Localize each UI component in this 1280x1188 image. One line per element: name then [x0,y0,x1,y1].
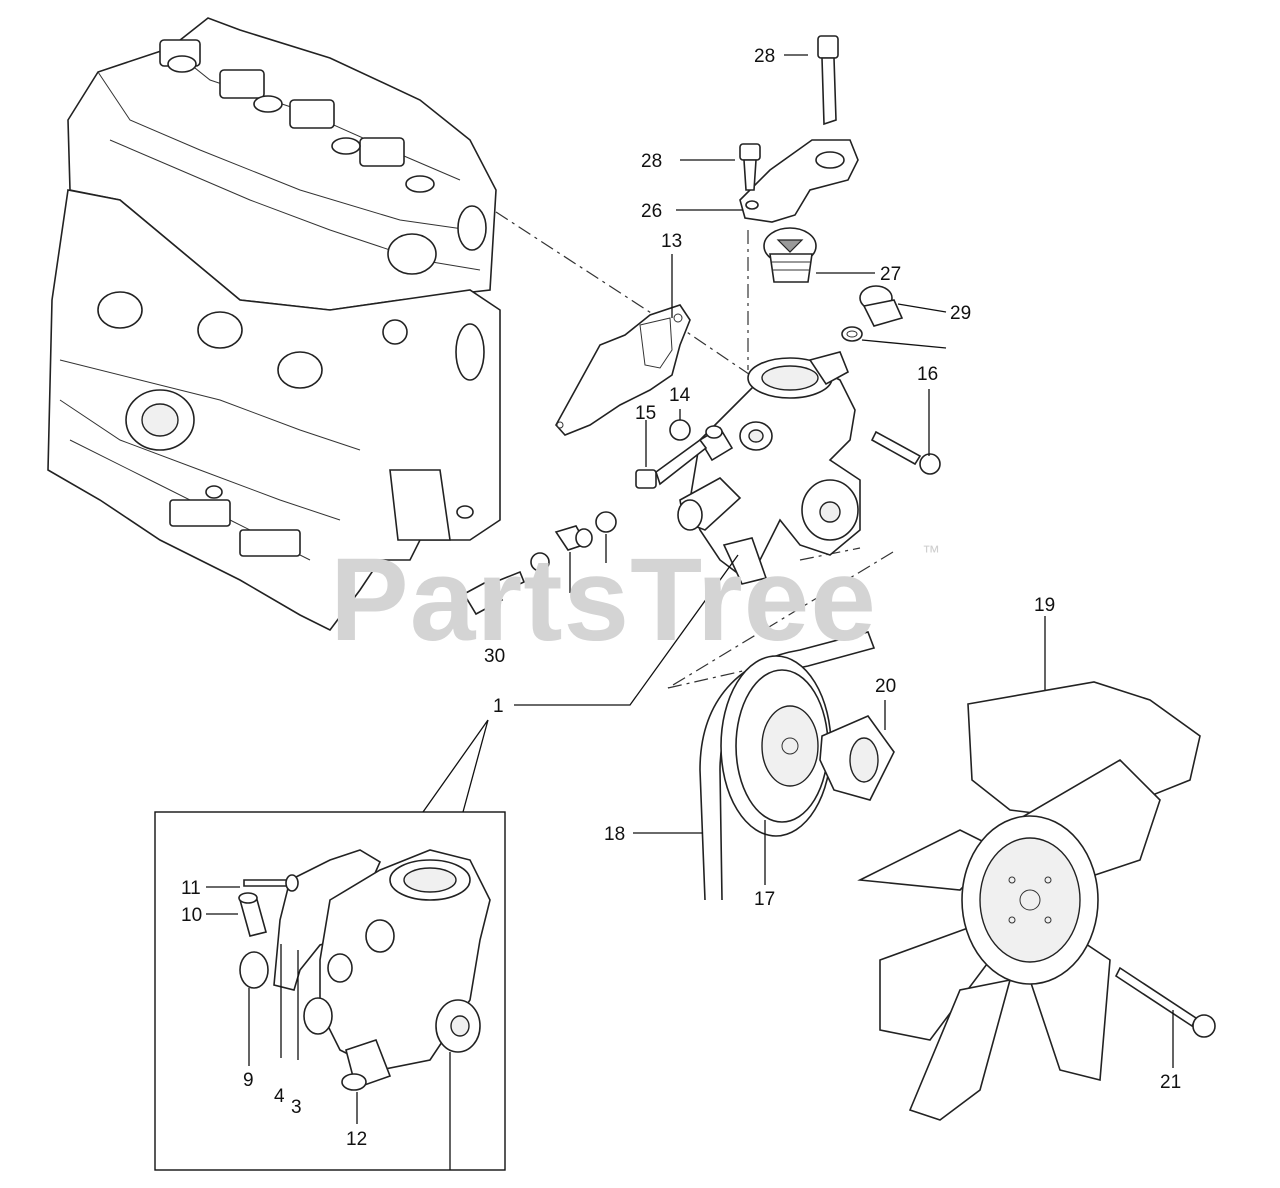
callout-21: 21 [1160,1072,1181,1093]
callout-18: 18 [604,824,625,845]
callout-1: 1 [493,696,504,717]
callout-19: 19 [1034,595,1055,616]
inset-sensor-part-10 [238,892,267,937]
bolt-part-15 [635,438,708,489]
fan-part-19 [857,681,1201,1121]
callout-17: 17 [754,889,775,910]
inset-bolt-part-11 [243,874,299,892]
callout-26: 29 [950,303,971,324]
gasket-part-13 [555,304,691,436]
callout-12: 12 [346,1129,367,1150]
watermark-trademark: ™ [922,542,940,562]
callout-16: 16 [917,364,938,385]
callout-11: 11 [181,878,201,899]
sensor-part-27 [462,570,526,616]
pulley-part-17 [720,655,832,837]
callout-23: 27 [880,264,901,285]
washer-part-28-upper [841,326,863,342]
callout-25: 28 [754,46,775,67]
callout-20: 20 [875,676,896,697]
bolt-part-25 [817,35,839,126]
watermark-text: PartsTree [330,534,877,666]
callout-22: 26 [641,201,662,222]
callout-13: 13 [661,231,682,252]
inset-pointer-lines [422,719,489,813]
callout-15: 15 [635,403,656,424]
bolt-part-21 [1114,966,1216,1038]
callout-10: 10 [181,905,202,926]
inset-water-pump-illustration [273,849,491,1091]
fitting-part-29 [554,525,593,551]
callout-27: 30 [484,646,505,667]
callout-24: 28 [641,151,662,172]
callout-14: 14 [669,385,691,406]
leader-lines [206,54,1174,1170]
callout-3: 3 [291,1097,302,1118]
callout-labels: 28 28 26 13 27 29 16 14 15 30 1 19 20 18… [181,46,1181,1150]
callout-9: 9 [243,1070,254,1091]
thermostat-housing-part-22 [739,139,859,223]
washer-part-14 [669,419,691,441]
water-pump-illustration [677,351,861,585]
engine-block-illustration [47,17,501,632]
spacer-part-20 [819,715,895,801]
washer-part-30 [530,552,550,572]
plug-part-26 [859,285,904,327]
thermostat-part-23 [763,227,817,283]
bolt-part-16 [870,430,941,475]
inset-detail-box [154,811,506,1171]
washer-part-28-lower [595,511,617,533]
callout-4: 4 [274,1086,285,1107]
inset-oring-part-9 [239,951,269,989]
bolt-part-24 [739,143,761,191]
